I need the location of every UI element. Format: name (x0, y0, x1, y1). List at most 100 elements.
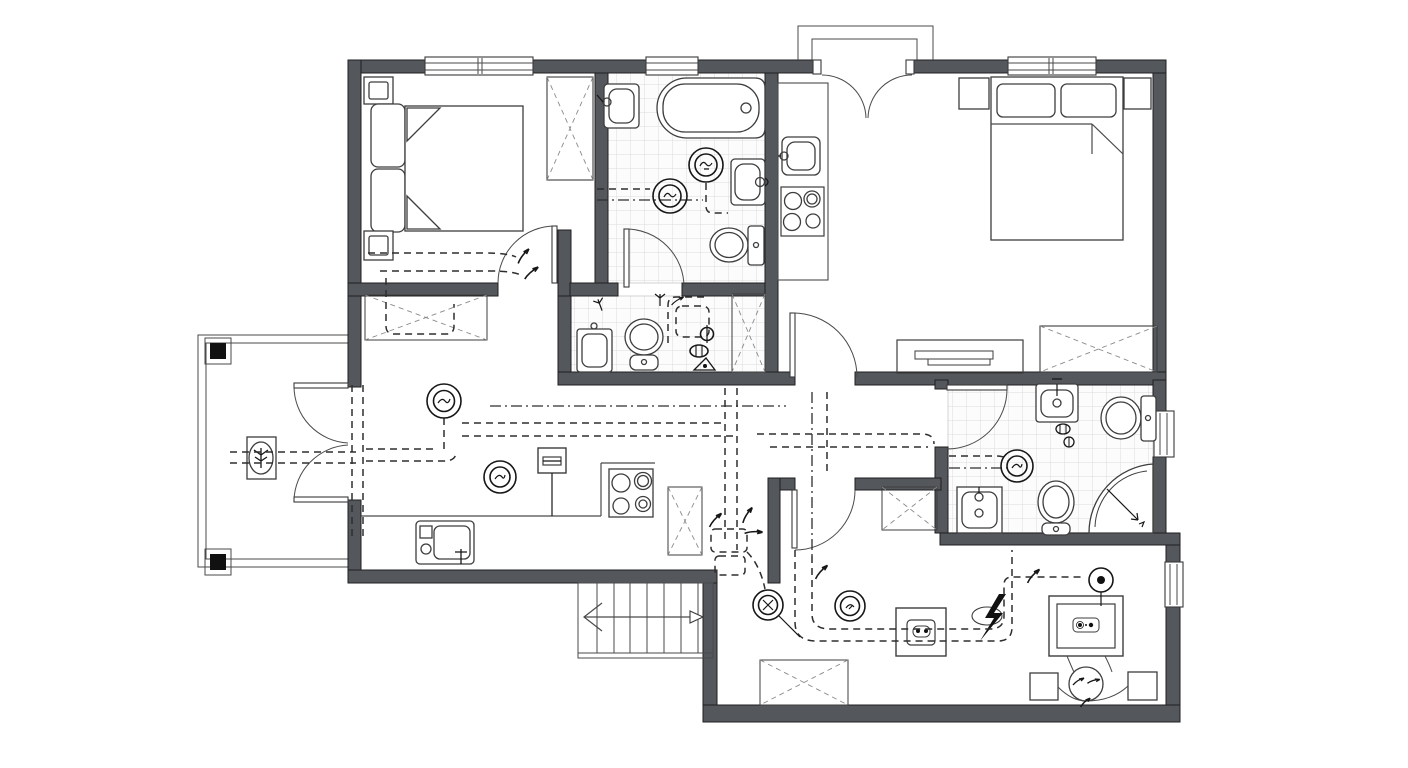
outlet-dot (924, 629, 928, 633)
blanket-edge (991, 123, 1124, 155)
electrical-symbols (426, 147, 1114, 638)
door-bath2-arc (946, 388, 1008, 450)
ceiling-point-light-dot (1097, 576, 1105, 584)
stove (608, 468, 654, 518)
toilet-bowl-inner (714, 231, 744, 259)
ceiling-light-inner (658, 184, 682, 208)
wall-bath2-right-b (1152, 456, 1167, 534)
faucet-spray-icon (654, 293, 666, 306)
ceiling-light-glyph (663, 192, 677, 198)
ceiling-light-glyph (845, 604, 855, 610)
tv-table-inner (1056, 603, 1116, 649)
switch-icon (744, 529, 763, 535)
switch-icon (517, 248, 530, 264)
switch-icon (1072, 677, 1085, 686)
toilet-button (1052, 525, 1060, 533)
outlet-dot (1078, 623, 1082, 627)
burner (611, 473, 631, 493)
wall-top-b (532, 59, 647, 74)
bottom-room (759, 594, 1158, 708)
wire-bottom-loop-inner (811, 556, 1085, 630)
stove (780, 186, 825, 237)
outlet-dot-ring (1076, 621, 1084, 629)
doors (293, 225, 1008, 551)
door-greatroom-hall-arc (792, 312, 858, 378)
pillow (1060, 83, 1117, 118)
pendant-light-tail (778, 615, 801, 638)
bathtub (656, 77, 766, 139)
ceiling-light-inner (694, 153, 718, 177)
kitchen-top-strip (777, 82, 829, 281)
bed-sheet-fold-bottom (406, 194, 442, 230)
power-cup (971, 606, 1003, 626)
door-hall-south-leaf (791, 489, 798, 549)
ceiling-light-inner (1006, 455, 1028, 477)
wc-fixtures (576, 293, 766, 373)
earth-triangle-dot (703, 364, 707, 368)
socket-outlet-ticks (695, 346, 703, 356)
sink-faucet (754, 176, 766, 188)
sink-knob (974, 508, 984, 518)
switch-icon (742, 506, 753, 524)
ceiling-light-inner (839, 595, 861, 617)
porch-lamp-box (246, 436, 277, 480)
burner (782, 212, 802, 232)
outlet-dot (1085, 624, 1087, 626)
door-porch-upper-leaf (293, 382, 349, 389)
switch-icon (524, 266, 539, 280)
burner-inner (638, 499, 648, 509)
toilet-button (640, 358, 648, 366)
desk-shelf-2 (927, 358, 991, 366)
window-bedroom1-lines (425, 58, 533, 74)
headboard-cushion (370, 168, 406, 233)
porch-outer-edge (197, 334, 360, 568)
sink-faucet (1052, 398, 1062, 408)
kitchen-sink-basin (786, 141, 816, 171)
pendant-light-glyph (762, 599, 774, 611)
wall-bottomroom-left (702, 582, 718, 706)
ceiling-light-icon (688, 147, 724, 183)
wall-living-bottom (347, 569, 718, 584)
porch (197, 334, 360, 576)
entrance-jamb-right (905, 59, 915, 75)
bath2-fixtures (956, 378, 1157, 536)
stairs-arrow-head (689, 610, 705, 624)
window-bath1 (645, 56, 699, 76)
wire-living-b (366, 451, 457, 462)
switch-icon (708, 512, 723, 528)
porch-lamp-oval (248, 441, 274, 475)
hall-closet-x (881, 486, 938, 531)
pendant-light-inner (757, 594, 779, 616)
sink-basin (581, 333, 608, 368)
living-closet (364, 294, 488, 341)
outlet-dot (1088, 622, 1094, 628)
bedroom1-furniture (363, 76, 594, 261)
sink-side-square (419, 525, 433, 539)
burner (803, 190, 821, 208)
nightstand-inner (368, 235, 389, 256)
window-bedroom1 (424, 56, 534, 76)
ceiling-light-glyph (494, 474, 506, 480)
wall-greatroom-right (1152, 72, 1167, 381)
wall-bedroom1-bottom (347, 282, 499, 297)
stairs-arrow-tail (583, 602, 603, 632)
sink-basin (734, 163, 761, 201)
entrance-door-arc-left (821, 74, 867, 119)
wardrobe-x (546, 76, 594, 181)
toilet-tank (1140, 395, 1157, 442)
door-porch-lower-leaf (293, 496, 349, 503)
porch-post-top-fill (210, 343, 226, 359)
wall-bottomroom-bottom (702, 704, 1181, 723)
rug (759, 659, 849, 706)
door-bath1-arc (626, 228, 685, 288)
stairs (577, 582, 714, 659)
table-chair-link (1057, 685, 1129, 702)
wire-bottom-loop-outer (794, 550, 1013, 642)
toilet-bowl (1100, 396, 1142, 440)
entrance-door-arc-right (867, 74, 913, 119)
wall-greatroom-bottom (854, 371, 1167, 386)
stairs-outline (577, 582, 714, 654)
window-bottomroom-right (1164, 561, 1184, 608)
wiring (230, 183, 1085, 642)
burner (805, 213, 821, 229)
